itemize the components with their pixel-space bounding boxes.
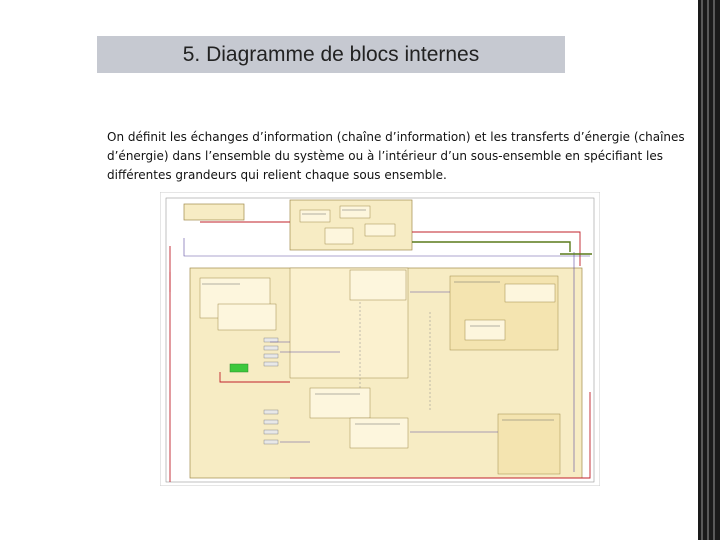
- text-marks: [202, 209, 554, 425]
- inner-block-2: [217, 303, 277, 331]
- inner-block-9: [349, 417, 409, 449]
- internal-block-diagram: [160, 192, 600, 486]
- dashed-links: [359, 302, 431, 412]
- inner-block-6: [464, 319, 506, 341]
- highlight-block: [229, 363, 249, 373]
- top-left-block: [183, 203, 245, 221]
- port-stack-bottom: [263, 409, 279, 445]
- slide-edge-decoration: [698, 0, 720, 540]
- green-flow-lines: [412, 241, 592, 255]
- sub-block-1: [299, 209, 331, 223]
- slide-title-box: 5. Diagramme de blocs internes: [97, 36, 565, 73]
- sub-block-2: [339, 205, 371, 219]
- sub-block-3: [324, 227, 354, 245]
- system-boundary: [165, 197, 595, 483]
- info-flow-lines: [183, 238, 590, 472]
- slide-description: On définit les échanges d’information (c…: [107, 130, 685, 182]
- inner-block-10: [497, 413, 561, 475]
- sub-block-4: [364, 223, 396, 237]
- inner-block-8: [309, 387, 371, 419]
- inner-block-4: [349, 269, 407, 301]
- inner-block-7: [504, 283, 556, 303]
- slide-title: 5. Diagramme de blocs internes: [182, 42, 480, 66]
- port-stack-left: [263, 337, 279, 367]
